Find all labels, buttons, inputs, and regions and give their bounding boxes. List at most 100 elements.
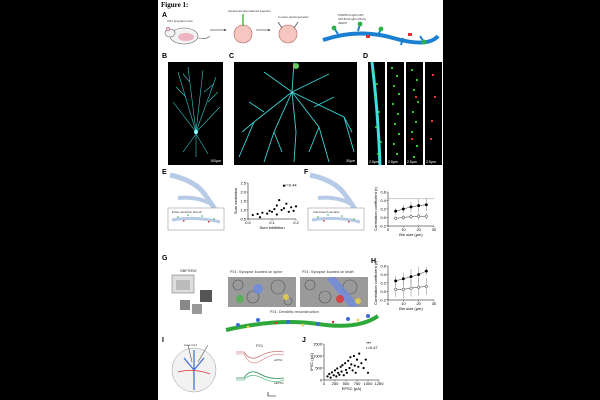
data-point [326, 375, 329, 378]
panel-e-label: E [162, 169, 167, 176]
data-point [273, 208, 276, 211]
data-point [362, 366, 365, 370]
x-tick-label: 10 [401, 301, 406, 306]
x-tick-label: 500 [343, 381, 350, 386]
data-point [285, 202, 288, 205]
y-tick-label: 0.2 [380, 206, 386, 211]
em-spine-title: P21: Synapse located on spine [230, 270, 282, 274]
x-tick-label: 0 [323, 381, 326, 386]
data-point [344, 368, 348, 372]
y-tick-label: 0.0 [380, 289, 386, 294]
y-axis-label: Sum excitation [233, 188, 238, 214]
y-tick-label: 2.5 [240, 180, 246, 185]
data-point [348, 366, 351, 370]
y-tick-label: -0.2 [379, 223, 387, 228]
x-tick-label: 1000 [364, 381, 374, 386]
x-axis-label: Sum inhibition [259, 225, 284, 230]
data-point [394, 216, 398, 220]
data-point [349, 356, 352, 359]
panel-b-micrograph: 100μm [168, 62, 223, 165]
data-point [332, 374, 335, 377]
data-point [340, 370, 343, 373]
data-point [394, 209, 398, 213]
data-point [275, 204, 278, 207]
r-annotation: r=0.47 [366, 345, 378, 350]
r-annotation: r=0.44 [285, 183, 297, 188]
x-tick-label: 0.1 [269, 220, 275, 225]
data-point [424, 203, 428, 207]
panel-a-label: A [162, 12, 168, 19]
recon-title: P21: Dendritic reconstruction [270, 310, 319, 314]
data-point [328, 372, 331, 376]
x-tick-label: 30 [432, 301, 437, 306]
data-point [355, 358, 359, 361]
data-point [280, 208, 283, 212]
data-point [256, 212, 259, 216]
data-point [287, 210, 290, 213]
x-tick-label: 0 [387, 301, 390, 306]
data-point [342, 374, 345, 377]
y-axis-label: Correlation coefficient (r) [373, 186, 378, 230]
data-point [329, 376, 332, 379]
data-point [424, 214, 428, 218]
panel-d-strip-3: 2.5μm [406, 62, 423, 165]
y-tick-label: 2.0 [240, 189, 246, 194]
x-axis-label: Bin size (μm) [399, 306, 423, 311]
x-tick-label: 0.2 [293, 220, 299, 225]
data-point [290, 206, 293, 209]
panel-i-label: I [162, 337, 164, 344]
panel-g-sbfsem-schematic: SBFSEM [171, 268, 212, 314]
data-point [401, 287, 405, 291]
panel-f-label: F [304, 169, 309, 176]
trace-title: P21 [256, 343, 264, 348]
data-point [282, 184, 286, 187]
data-point [338, 373, 341, 376]
y-axis-label: Correlation coefficient (r) [373, 260, 378, 304]
eipsc-label: eIPSC [274, 358, 284, 362]
data-point [350, 363, 353, 366]
y-tick-label: 0.6 [380, 189, 386, 194]
y-tick-label: 1.5 [240, 198, 246, 203]
data-point [292, 209, 295, 212]
figure-title: Figure 1: [161, 1, 189, 9]
y-tick-label: 0.4 [380, 272, 386, 277]
data-point [266, 212, 269, 215]
panel-e-schematic-caption: Entire dendritic branch [172, 210, 202, 214]
data-point [352, 354, 356, 358]
data-point [268, 209, 271, 212]
y-tick-label: 1500 [313, 341, 323, 346]
panel-d-strip-2: 2.5μm [387, 62, 404, 165]
dendritic-reconstruction [225, 314, 380, 332]
data-point [354, 371, 357, 374]
y-axis-label: IPSC (pA) [309, 352, 314, 371]
x-tick-label: 30 [432, 227, 437, 232]
data-point [261, 211, 264, 214]
y-tick-label: 1000 [313, 353, 323, 358]
panel-d-strip-1: 2.5μm [368, 62, 385, 165]
y-tick-label: 0.2 [380, 280, 386, 285]
panel-g-titles: P21: Synapse located on spine P21: Synap… [230, 270, 354, 314]
data-point [251, 213, 254, 217]
panel-b-label: B [162, 53, 168, 60]
data-point [366, 371, 370, 374]
y-tick-label: -0.2 [379, 297, 387, 302]
data-point [417, 214, 421, 218]
panel-c-scale: 30μm [346, 159, 355, 163]
panel-b-scale: 100μm [210, 159, 221, 163]
x-tick-label: 20 [416, 227, 421, 232]
data-point [347, 359, 350, 362]
data-point [282, 207, 286, 210]
data-point [344, 362, 347, 365]
em-shaft-title: P21: Synapse located on shaft [302, 270, 354, 274]
sbfsem-text: SBFSEM [180, 268, 196, 273]
panel-f-schematic: Sub-branch window [307, 172, 365, 231]
panel-g-label: G [162, 255, 168, 262]
data-point [401, 207, 405, 211]
data-point [409, 286, 413, 290]
em-shaft [300, 277, 368, 307]
x-tick-label: 0.0 [245, 220, 251, 225]
data-point [417, 273, 421, 277]
